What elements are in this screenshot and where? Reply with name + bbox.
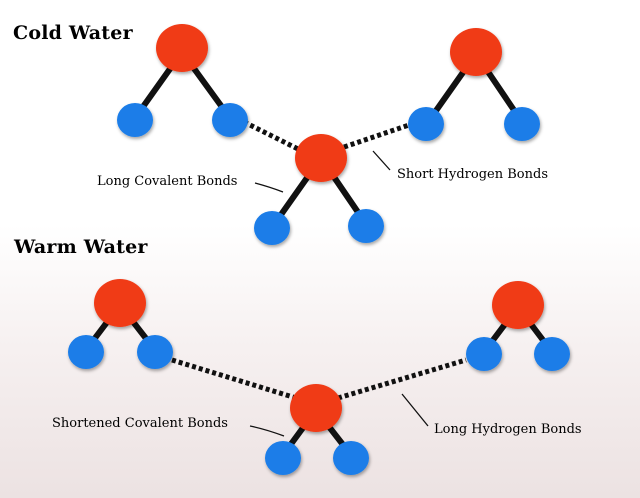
cold-water-title: Cold Water — [13, 22, 133, 44]
cold-hydrogen-label: Short Hydrogen Bonds — [397, 167, 548, 182]
warm-hydrogen-bond — [337, 357, 467, 401]
warm-bonds — [83, 302, 555, 458]
cold-covalent-leader — [254, 182, 284, 193]
hydrogen-atom — [504, 107, 540, 141]
warm-molecules — [68, 279, 570, 475]
cold-hydrogen-bond — [343, 121, 413, 150]
hydrogen-atom — [265, 441, 301, 475]
hydrogen-atom — [117, 103, 153, 137]
hydrogen-atom — [534, 337, 570, 371]
warm-hydrogen-label: Long Hydrogen Bonds — [434, 422, 582, 437]
cold-covalent-label: Long Covalent Bonds — [97, 174, 238, 189]
hydrogen-atom — [212, 103, 248, 137]
oxygen-atom — [290, 384, 342, 432]
warm-covalent-leader — [249, 425, 285, 437]
warm-hydrogen-leader — [401, 393, 429, 427]
oxygen-atom — [156, 24, 208, 72]
hydrogen-atom — [333, 441, 369, 475]
hydrogen-atom — [254, 211, 290, 245]
oxygen-atom — [450, 28, 502, 76]
cold-hydrogen-bond — [242, 119, 302, 153]
cold-hydrogen-bonds — [242, 119, 413, 153]
hydrogen-atom — [137, 335, 173, 369]
warm-covalent-label: Shortened Covalent Bonds — [52, 416, 228, 431]
warm-water-title: Warm Water — [14, 236, 148, 258]
hydrogen-atom — [408, 107, 444, 141]
hydrogen-atom — [466, 337, 502, 371]
warm-hydrogen-bond — [171, 357, 297, 401]
hydrogen-atom — [348, 209, 384, 243]
warm-label-leaders — [249, 393, 429, 437]
oxygen-atom — [492, 281, 544, 329]
warm-hydrogen-bonds — [171, 357, 467, 401]
cold-hydrogen-leader — [372, 150, 391, 171]
oxygen-atom — [295, 134, 347, 182]
cold-label-leaders — [254, 150, 391, 193]
hydrogen-atom — [68, 335, 104, 369]
oxygen-atom — [94, 279, 146, 327]
cold-molecules — [117, 24, 540, 245]
